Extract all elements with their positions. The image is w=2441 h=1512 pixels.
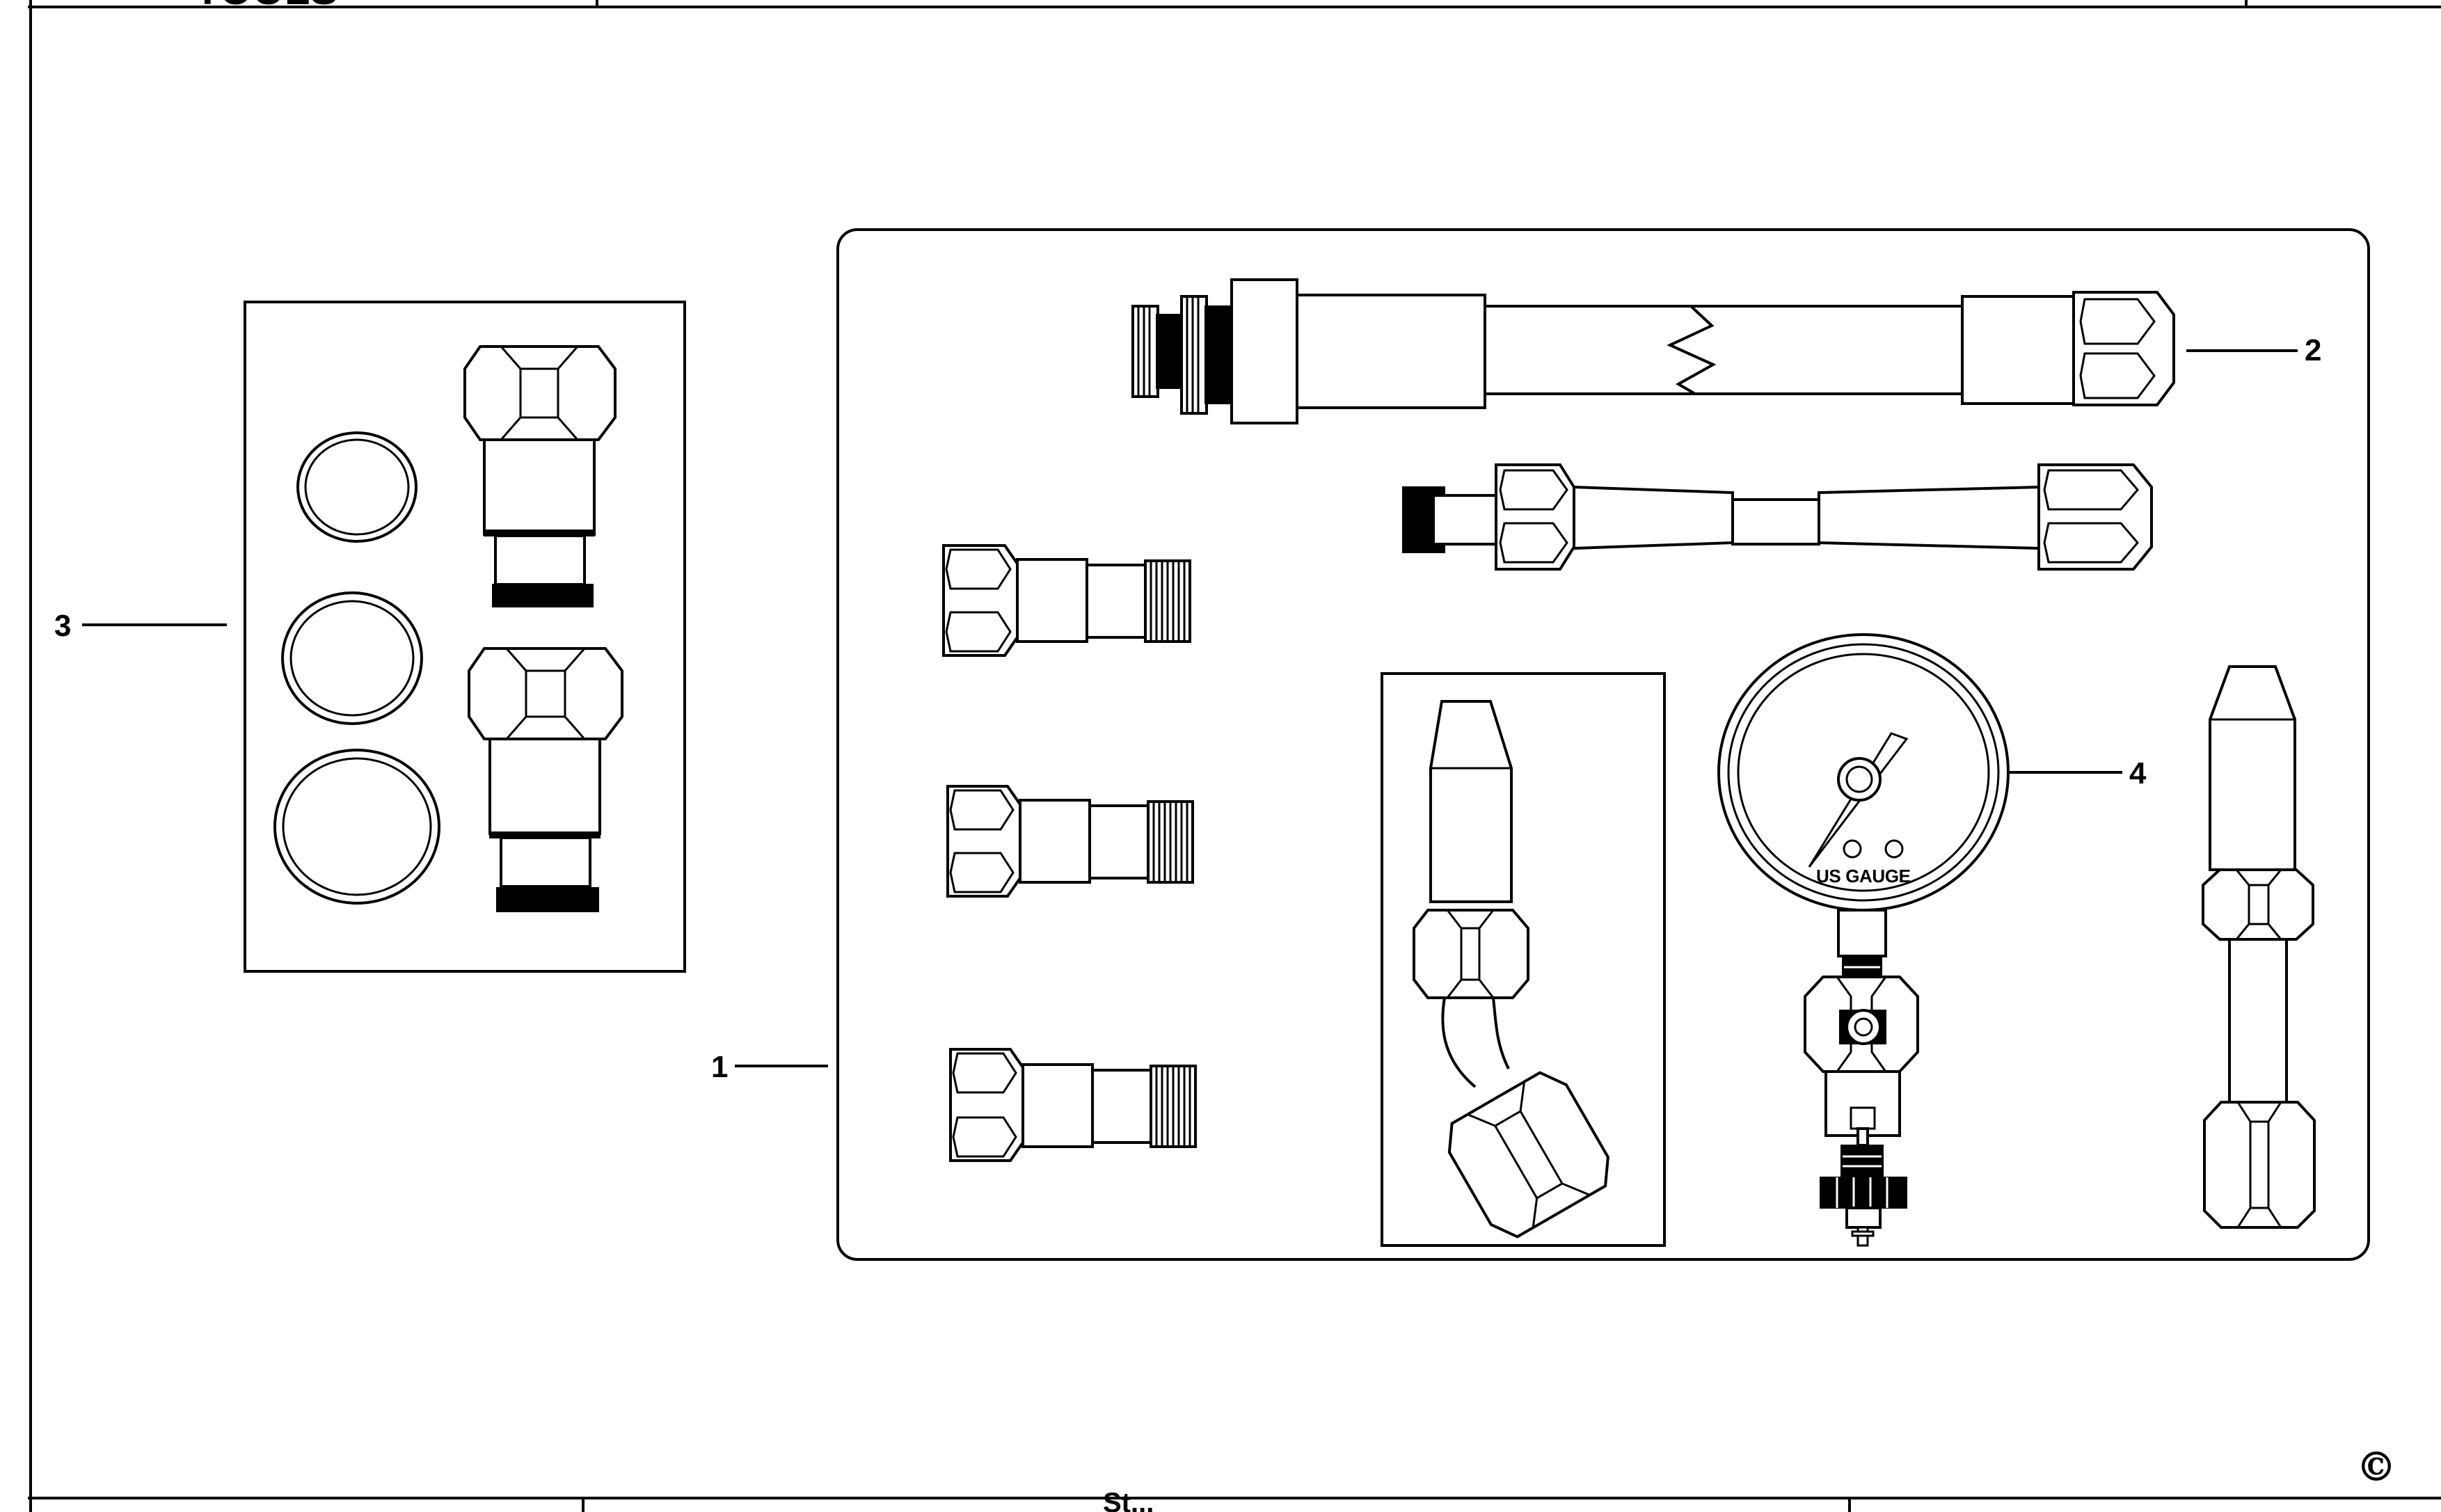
short-hose-assembly [1402, 463, 2153, 571]
pressure-gauge: US GAUGE [1717, 633, 2010, 1247]
callout-number-1: 1 [711, 1050, 728, 1084]
callout-number-2: 2 [2305, 333, 2321, 367]
bent-nozzle-adapter [1381, 672, 1666, 1247]
footer-text: St... [1103, 1488, 1154, 1512]
copyright-symbol: © [2356, 1443, 2396, 1490]
gauge-face-label: US GAUGE [1816, 866, 1911, 886]
callout-3: 3 [54, 609, 227, 643]
callout-2: 2 [2186, 333, 2321, 367]
threaded-adapter-3 [949, 1048, 1197, 1162]
adapter-fitting-lower [468, 647, 623, 912]
callout-number-3: 3 [54, 609, 71, 643]
adapter-fitting-upper [463, 345, 617, 607]
callout-number-4: 4 [2129, 756, 2147, 790]
long-hose-assembly [1131, 278, 2175, 424]
threaded-adapter-1 [942, 544, 1191, 657]
callout-4: 4 [2010, 756, 2147, 790]
callout-1: 1 [711, 1050, 828, 1084]
logo-text: TOOLS [195, 0, 338, 13]
straight-nozzle-adapter [2202, 665, 2316, 1229]
seal-adapter-kit [244, 301, 686, 973]
threaded-adapter-2 [946, 785, 1194, 898]
main-kit-case [836, 228, 2370, 1261]
sheet-frame [28, 0, 2441, 1512]
